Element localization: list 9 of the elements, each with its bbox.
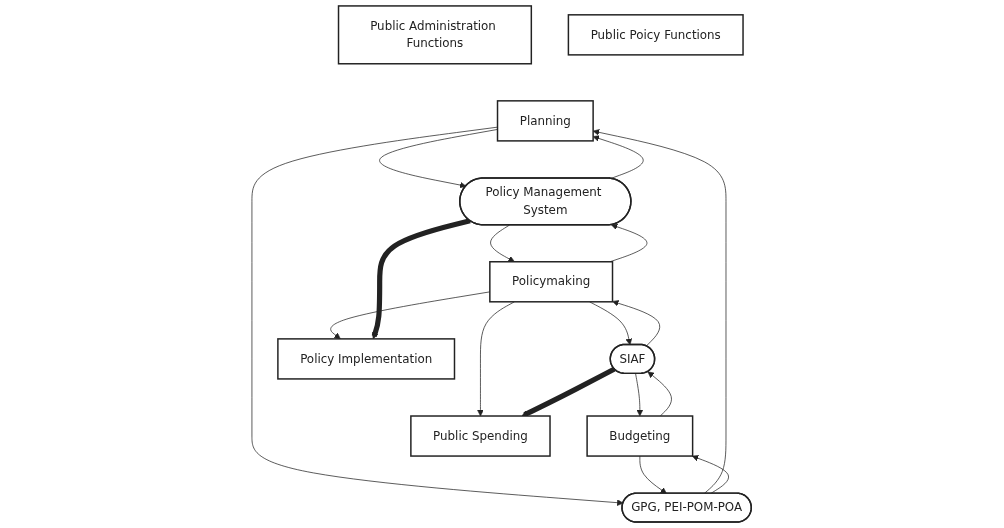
node-box: Public Spending — [410, 415, 552, 457]
node-box: Public Administration Functions — [338, 5, 533, 65]
node-box: Budgeting — [586, 415, 694, 457]
arrow — [372, 218, 472, 340]
node-box: Public Poicy Functions — [568, 14, 745, 56]
node-box: Planning — [497, 100, 595, 142]
node-box: Policy Implementation — [277, 338, 456, 380]
node-box: Policymaking — [489, 261, 614, 303]
arrow — [521, 366, 617, 418]
